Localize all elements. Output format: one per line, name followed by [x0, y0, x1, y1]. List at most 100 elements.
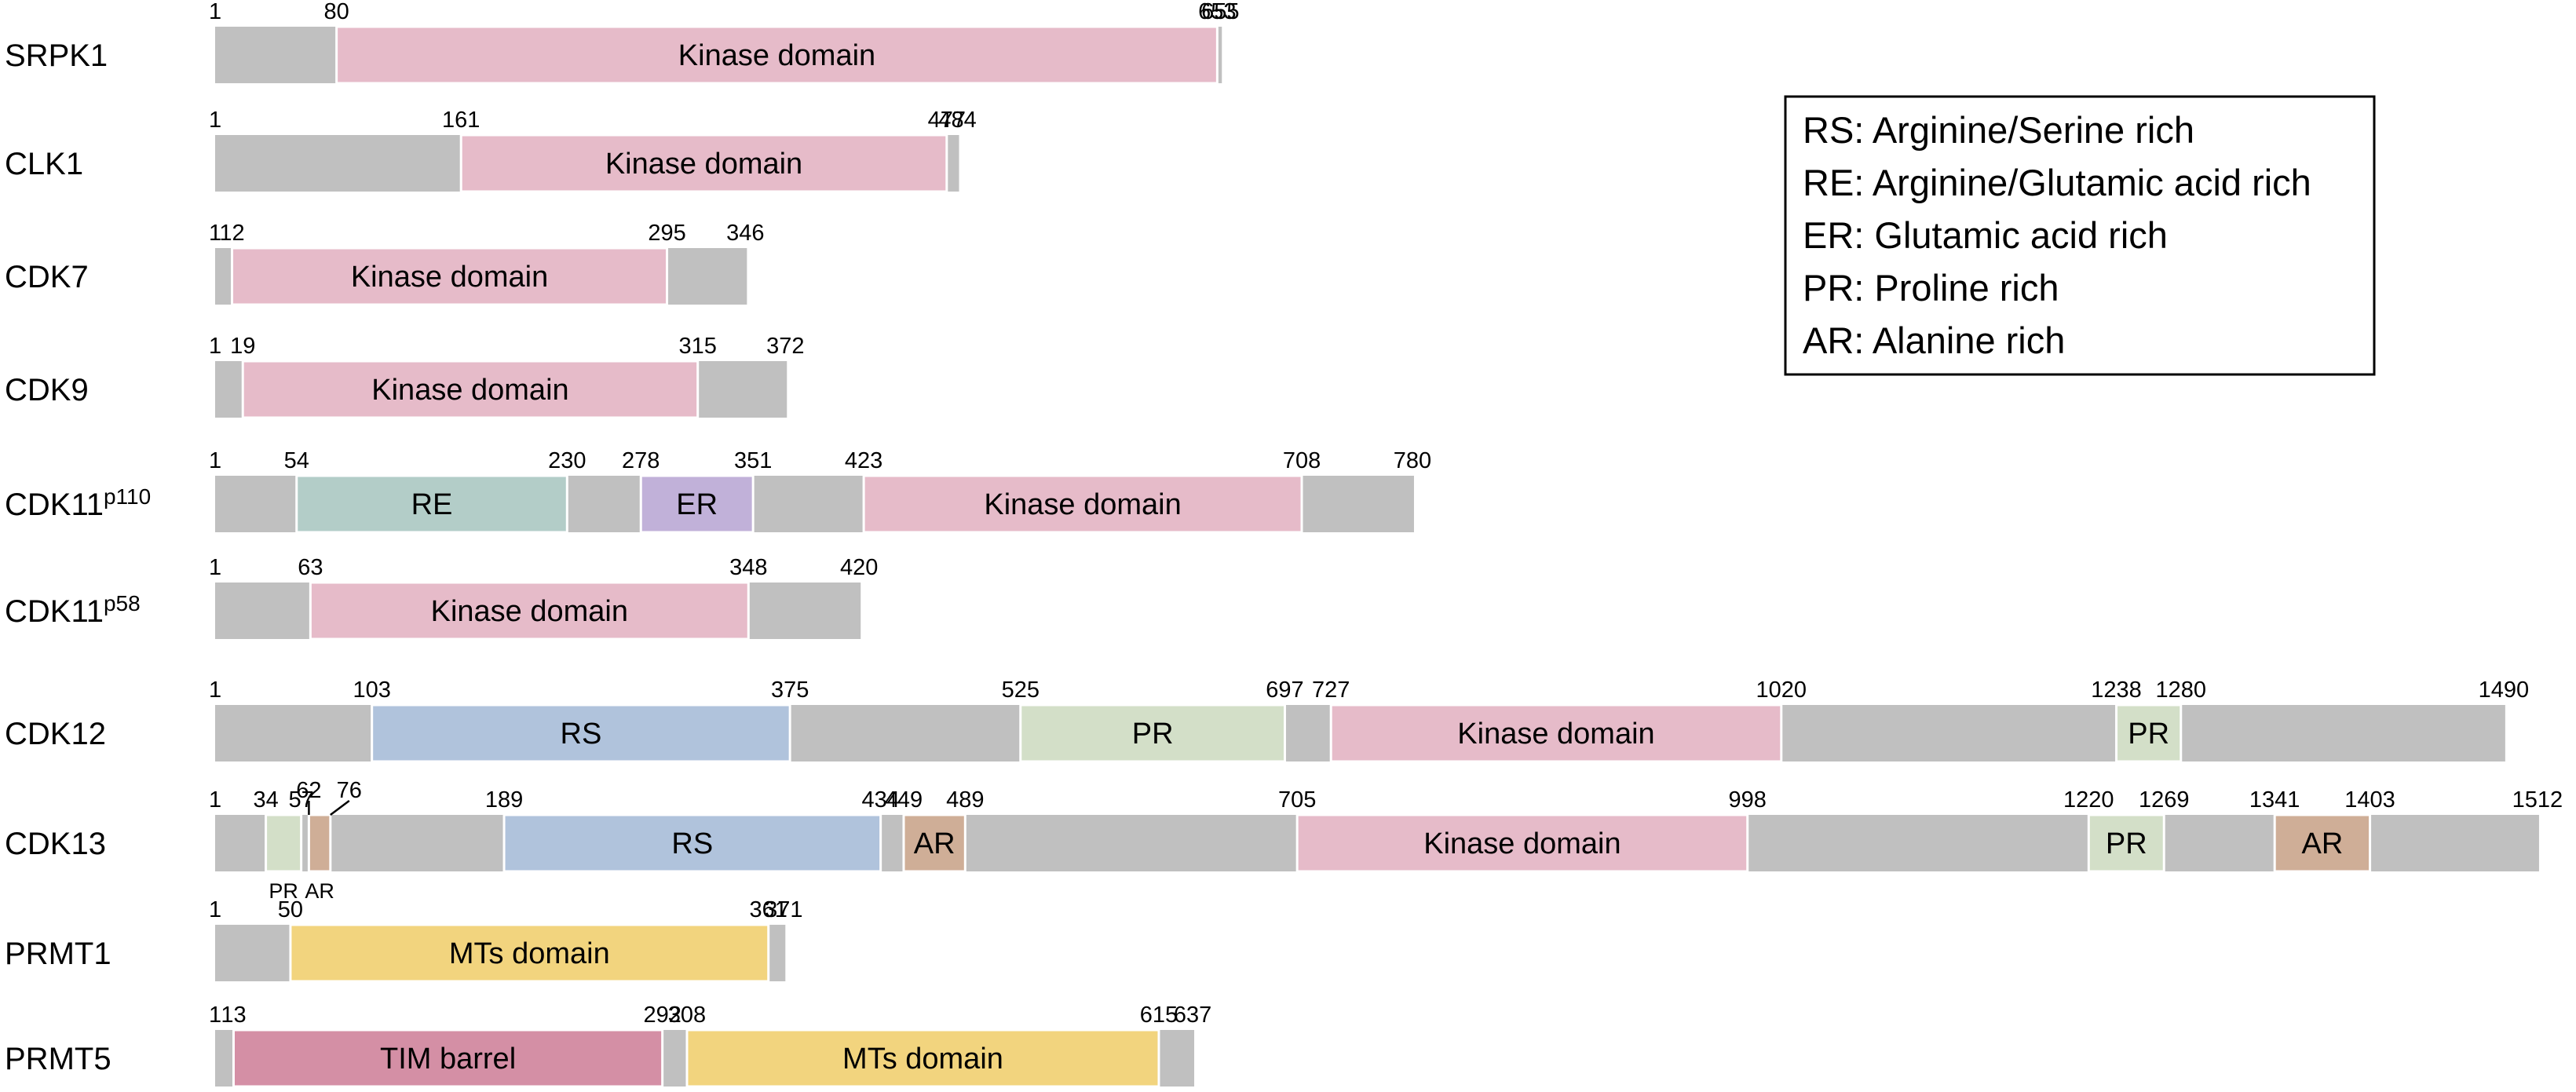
protein-label: CDK11p110 — [5, 484, 151, 522]
domain-rs — [371, 703, 791, 763]
protein-label: PRMT1 — [5, 937, 111, 971]
position-number: 1 — [209, 677, 221, 703]
domain-kinase-domain — [241, 360, 700, 419]
domain-kinase-domain — [1329, 703, 1783, 763]
position-number: 103 — [353, 677, 390, 703]
position-number: 19 — [230, 334, 255, 359]
domain-label: MTs domain — [842, 1043, 1003, 1076]
legend-entry-pr: PR: Proline rich — [1803, 267, 2059, 309]
protein-label: PRMT5 — [5, 1042, 111, 1076]
position-number: 653 — [1198, 0, 1236, 24]
domain-er — [639, 474, 755, 534]
position-number: 489 — [946, 787, 984, 813]
position-number: 295 — [648, 221, 685, 246]
domain-label: Kinase domain — [984, 488, 1181, 521]
domain-kinase-domain — [862, 474, 1303, 534]
position-number: 708 — [1283, 448, 1321, 473]
protein-name: PRMT5 — [5, 1042, 111, 1076]
domain-ar — [2273, 813, 2372, 873]
domain-pr — [2115, 703, 2183, 763]
position-number: 420 — [840, 555, 878, 580]
position-number: 1 — [209, 221, 221, 246]
position-number: 1020 — [1756, 677, 1807, 703]
domain-mts-domain — [289, 923, 770, 983]
domain-mts-domain — [685, 1028, 1160, 1088]
position-number: 80 — [324, 0, 349, 24]
protein-label: SRPK1 — [5, 38, 108, 73]
position-number: 308 — [668, 1003, 706, 1028]
domain-label: ER — [676, 488, 718, 521]
domain-label: MTs domain — [449, 937, 610, 970]
domain-label: Kinase domain — [678, 39, 875, 72]
domain-label: AR — [914, 827, 955, 860]
domain-label: Kinase domain — [605, 148, 802, 181]
position-number: 63 — [298, 555, 323, 580]
protein-label: CDK9 — [5, 373, 89, 407]
position-number: 12 — [219, 221, 244, 246]
domain-pr — [2087, 813, 2165, 873]
position-number: 705 — [1278, 787, 1316, 813]
domain-label: RS — [561, 718, 602, 751]
position-number: 1 — [209, 334, 221, 359]
position-number: 62 — [296, 778, 321, 803]
legend-box — [1784, 95, 2376, 376]
domain-kinase-domain — [459, 133, 948, 193]
position-number: 484 — [938, 108, 976, 133]
legend-entry-re: RE: Arginine/Glutamic acid rich — [1803, 162, 2311, 203]
position-number: 292 — [643, 1003, 681, 1028]
domain-label: Kinase domain — [431, 595, 628, 628]
position-number: 161 — [442, 108, 480, 133]
domain-label: Kinase domain — [371, 374, 568, 407]
domain-label: AR — [305, 879, 334, 903]
position-number: 1238 — [2091, 677, 2142, 703]
domain-pr — [265, 813, 303, 873]
position-number: 348 — [729, 555, 767, 580]
protein-name: PRMT1 — [5, 937, 111, 971]
protein-name: SRPK1 — [5, 38, 108, 73]
protein-label: CDK13 — [5, 827, 106, 861]
protein-name: CLK1 — [5, 147, 83, 181]
protein-name: CDK11 — [5, 488, 104, 522]
legend-entry-er: ER: Glutamic acid rich — [1803, 214, 2168, 256]
protein-name: CDK9 — [5, 373, 89, 407]
domain-pr — [1019, 703, 1286, 763]
position-number: 655 — [1201, 0, 1239, 24]
position-number: 1490 — [2479, 677, 2530, 703]
domain-label: PR — [2128, 718, 2169, 751]
domain-label: Kinase domain — [1457, 718, 1654, 751]
protein-isoform-superscript: p110 — [104, 484, 151, 509]
position-number: 1 — [209, 555, 221, 580]
protein-name: CDK12 — [5, 717, 106, 751]
protein-label: CLK1 — [5, 147, 83, 181]
position-number: 449 — [885, 787, 923, 813]
domain-kinase-domain — [335, 25, 1219, 85]
position-number: 50 — [278, 897, 303, 922]
position-number: 780 — [1394, 448, 1431, 473]
position-number: 1280 — [2156, 677, 2207, 703]
position-number: 371 — [765, 897, 802, 922]
position-number: 34 — [253, 787, 278, 813]
domain-label: Kinase domain — [351, 261, 548, 294]
protein-isoform-superscript: p58 — [104, 591, 141, 615]
domain-label: PR — [2106, 827, 2147, 860]
domain-rs — [502, 813, 882, 873]
position-number: 278 — [622, 448, 660, 473]
protein-label: CDK11p58 — [5, 591, 141, 629]
domain-label: TIM barrel — [380, 1043, 516, 1076]
domain-kinase-domain — [1295, 813, 1749, 873]
position-number: 1 — [209, 787, 221, 813]
domain-ar — [902, 813, 966, 873]
domain-kinase-domain — [231, 247, 669, 306]
position-number: 637 — [1174, 1003, 1211, 1028]
protein-name: CDK7 — [5, 260, 89, 294]
domain-tim-barrel — [232, 1028, 664, 1088]
domain-label: RE — [411, 488, 453, 521]
position-number: 1 — [209, 448, 221, 473]
domain-ar — [307, 813, 332, 873]
position-number: 13 — [221, 1003, 246, 1028]
